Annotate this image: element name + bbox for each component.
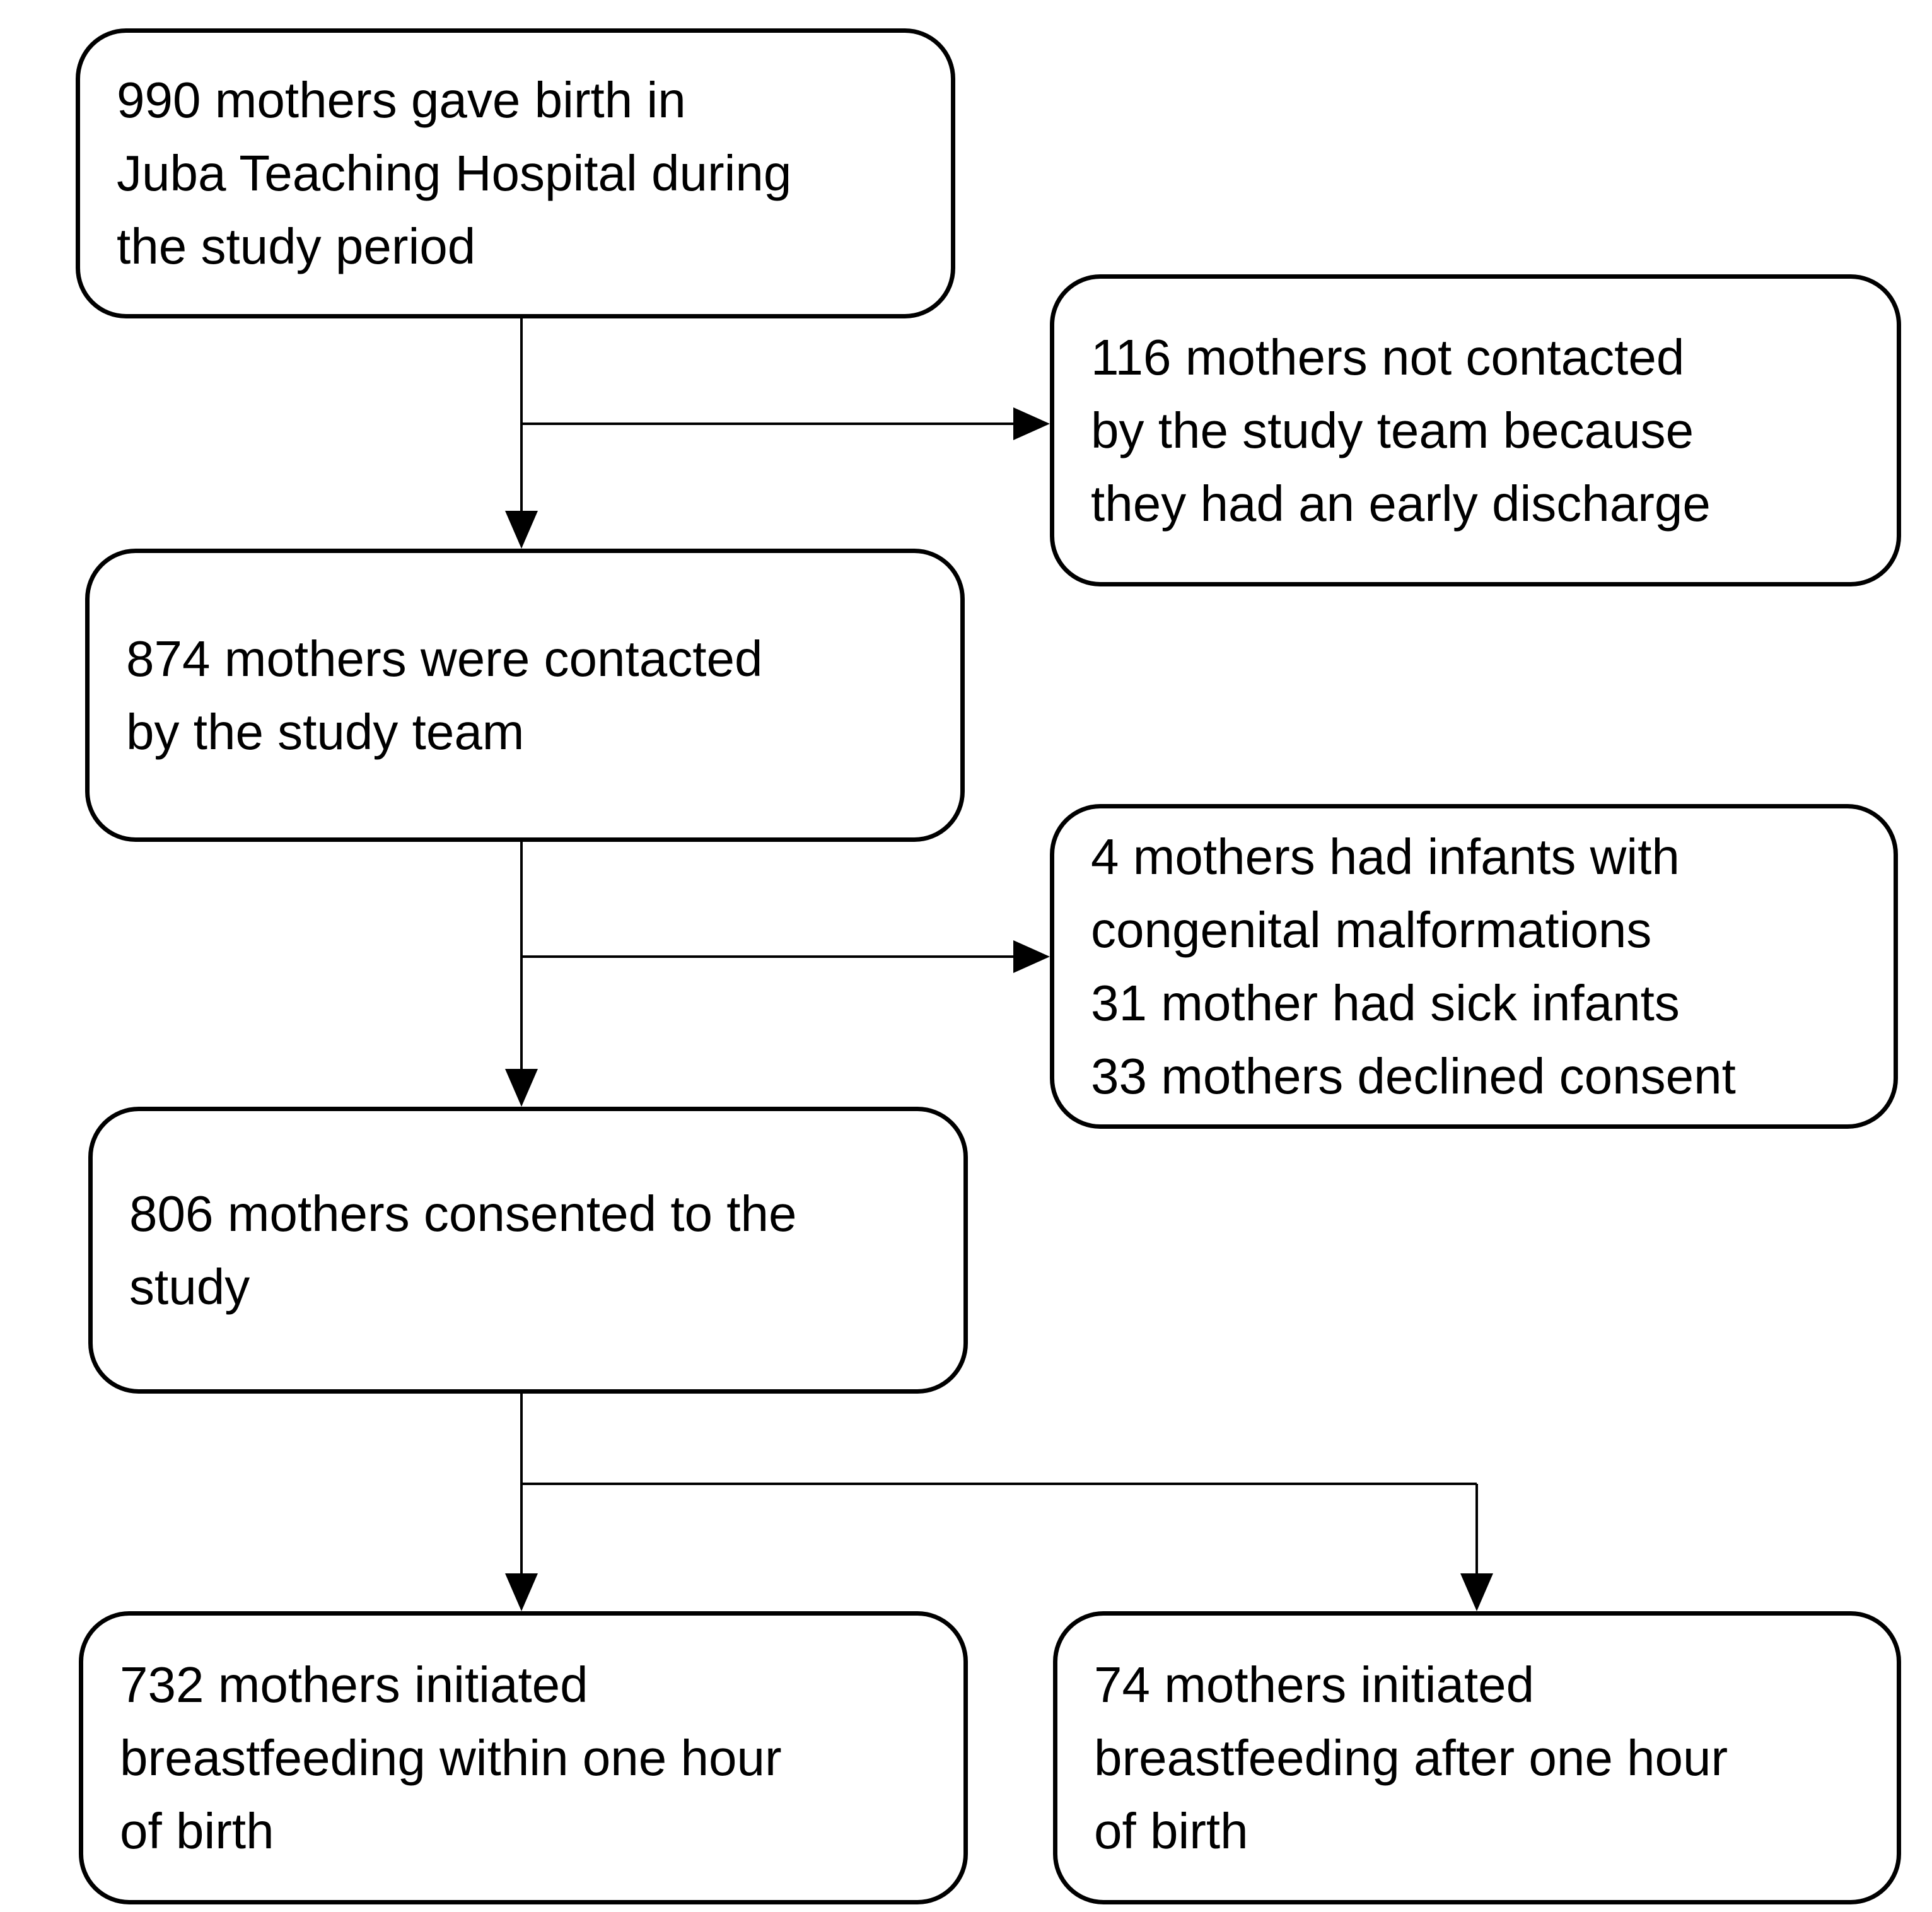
node-contacted-text: 874 mothers were contacted by the study … (126, 630, 763, 760)
arrowhead-down-early-initiation (505, 1573, 538, 1611)
node-late-initiation-text: 74 mothers initiated breastfeeding after… (1094, 1656, 1728, 1859)
arrowhead-right-excluded (1013, 940, 1050, 973)
arrowhead-right-not-contacted (1013, 407, 1050, 440)
node-early-initiation: 732 mothers initiated breastfeeding with… (79, 1611, 968, 1904)
node-consented: 806 mothers consented to the study (88, 1107, 968, 1394)
node-not-contacted: 116 mothers not contacted by the study t… (1050, 274, 1901, 586)
node-total-births-text: 990 mothers gave birth in Juba Teaching … (117, 72, 792, 274)
node-early-initiation-text: 732 mothers initiated breastfeeding with… (120, 1656, 782, 1859)
arrowhead-down-late-initiation (1460, 1573, 1493, 1611)
node-contacted: 874 mothers were contacted by the study … (85, 549, 965, 842)
connector-consented-split (520, 1394, 1478, 1575)
arrowhead-down-contacted (505, 511, 538, 549)
node-excluded-text: 4 mothers had infants with congenital ma… (1091, 828, 1736, 1104)
node-not-contacted-text: 116 mothers not contacted by the study t… (1091, 329, 1711, 532)
node-excluded: 4 mothers had infants with congenital ma… (1050, 804, 1898, 1129)
arrowhead-down-consented (505, 1069, 538, 1107)
node-consented-text: 806 mothers consented to the study (129, 1185, 797, 1315)
node-late-initiation: 74 mothers initiated breastfeeding after… (1053, 1611, 1901, 1904)
node-total-births: 990 mothers gave birth in Juba Teaching … (76, 28, 955, 318)
